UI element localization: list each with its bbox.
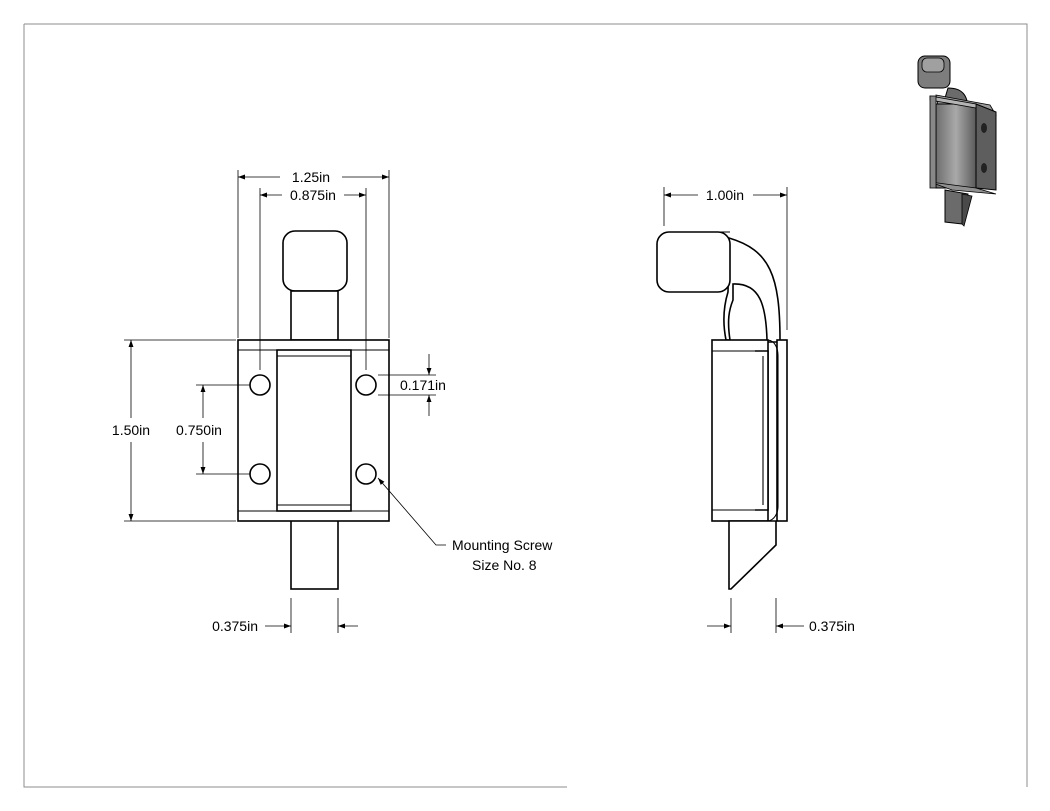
front-upper-shaft (290, 290, 339, 341)
mounting-hole-top-left (249, 374, 271, 396)
front-dimensions (124, 170, 446, 633)
isometric-view (917, 55, 997, 227)
front-knob (282, 230, 348, 292)
mounting-screw-note-line2: Size No. 8 (472, 557, 537, 573)
side-knob (656, 231, 731, 293)
dim-side-bolt-offset: 0.375in (809, 618, 855, 634)
dim-hole-spacing-height: 0.750in (176, 422, 222, 438)
front-housing (276, 349, 352, 512)
dim-side-depth: 1.00in (706, 187, 744, 203)
dim-overall-width: 1.25in (292, 169, 330, 185)
side-bolt-arm (723, 236, 781, 343)
sheet-border (23, 23, 1028, 788)
mounting-screw-note-line1: Mounting Screw (452, 537, 553, 553)
mounting-hole-bottom-left (249, 463, 271, 485)
side-bolt-tongue (728, 520, 777, 590)
front-lower-bolt (290, 519, 339, 590)
side-dimensions (663, 187, 804, 633)
mounting-hole-bottom-right (355, 463, 377, 485)
dim-bolt-width: 0.375in (212, 618, 258, 634)
side-plate (776, 339, 788, 522)
front-view (237, 230, 390, 590)
side-view (656, 231, 788, 590)
mounting-hole-top-right (355, 374, 377, 396)
dim-hole-spacing-width: 0.875in (290, 187, 336, 203)
dim-overall-height: 1.50in (112, 422, 150, 438)
dim-hole-diameter: 0.171in (400, 377, 446, 393)
